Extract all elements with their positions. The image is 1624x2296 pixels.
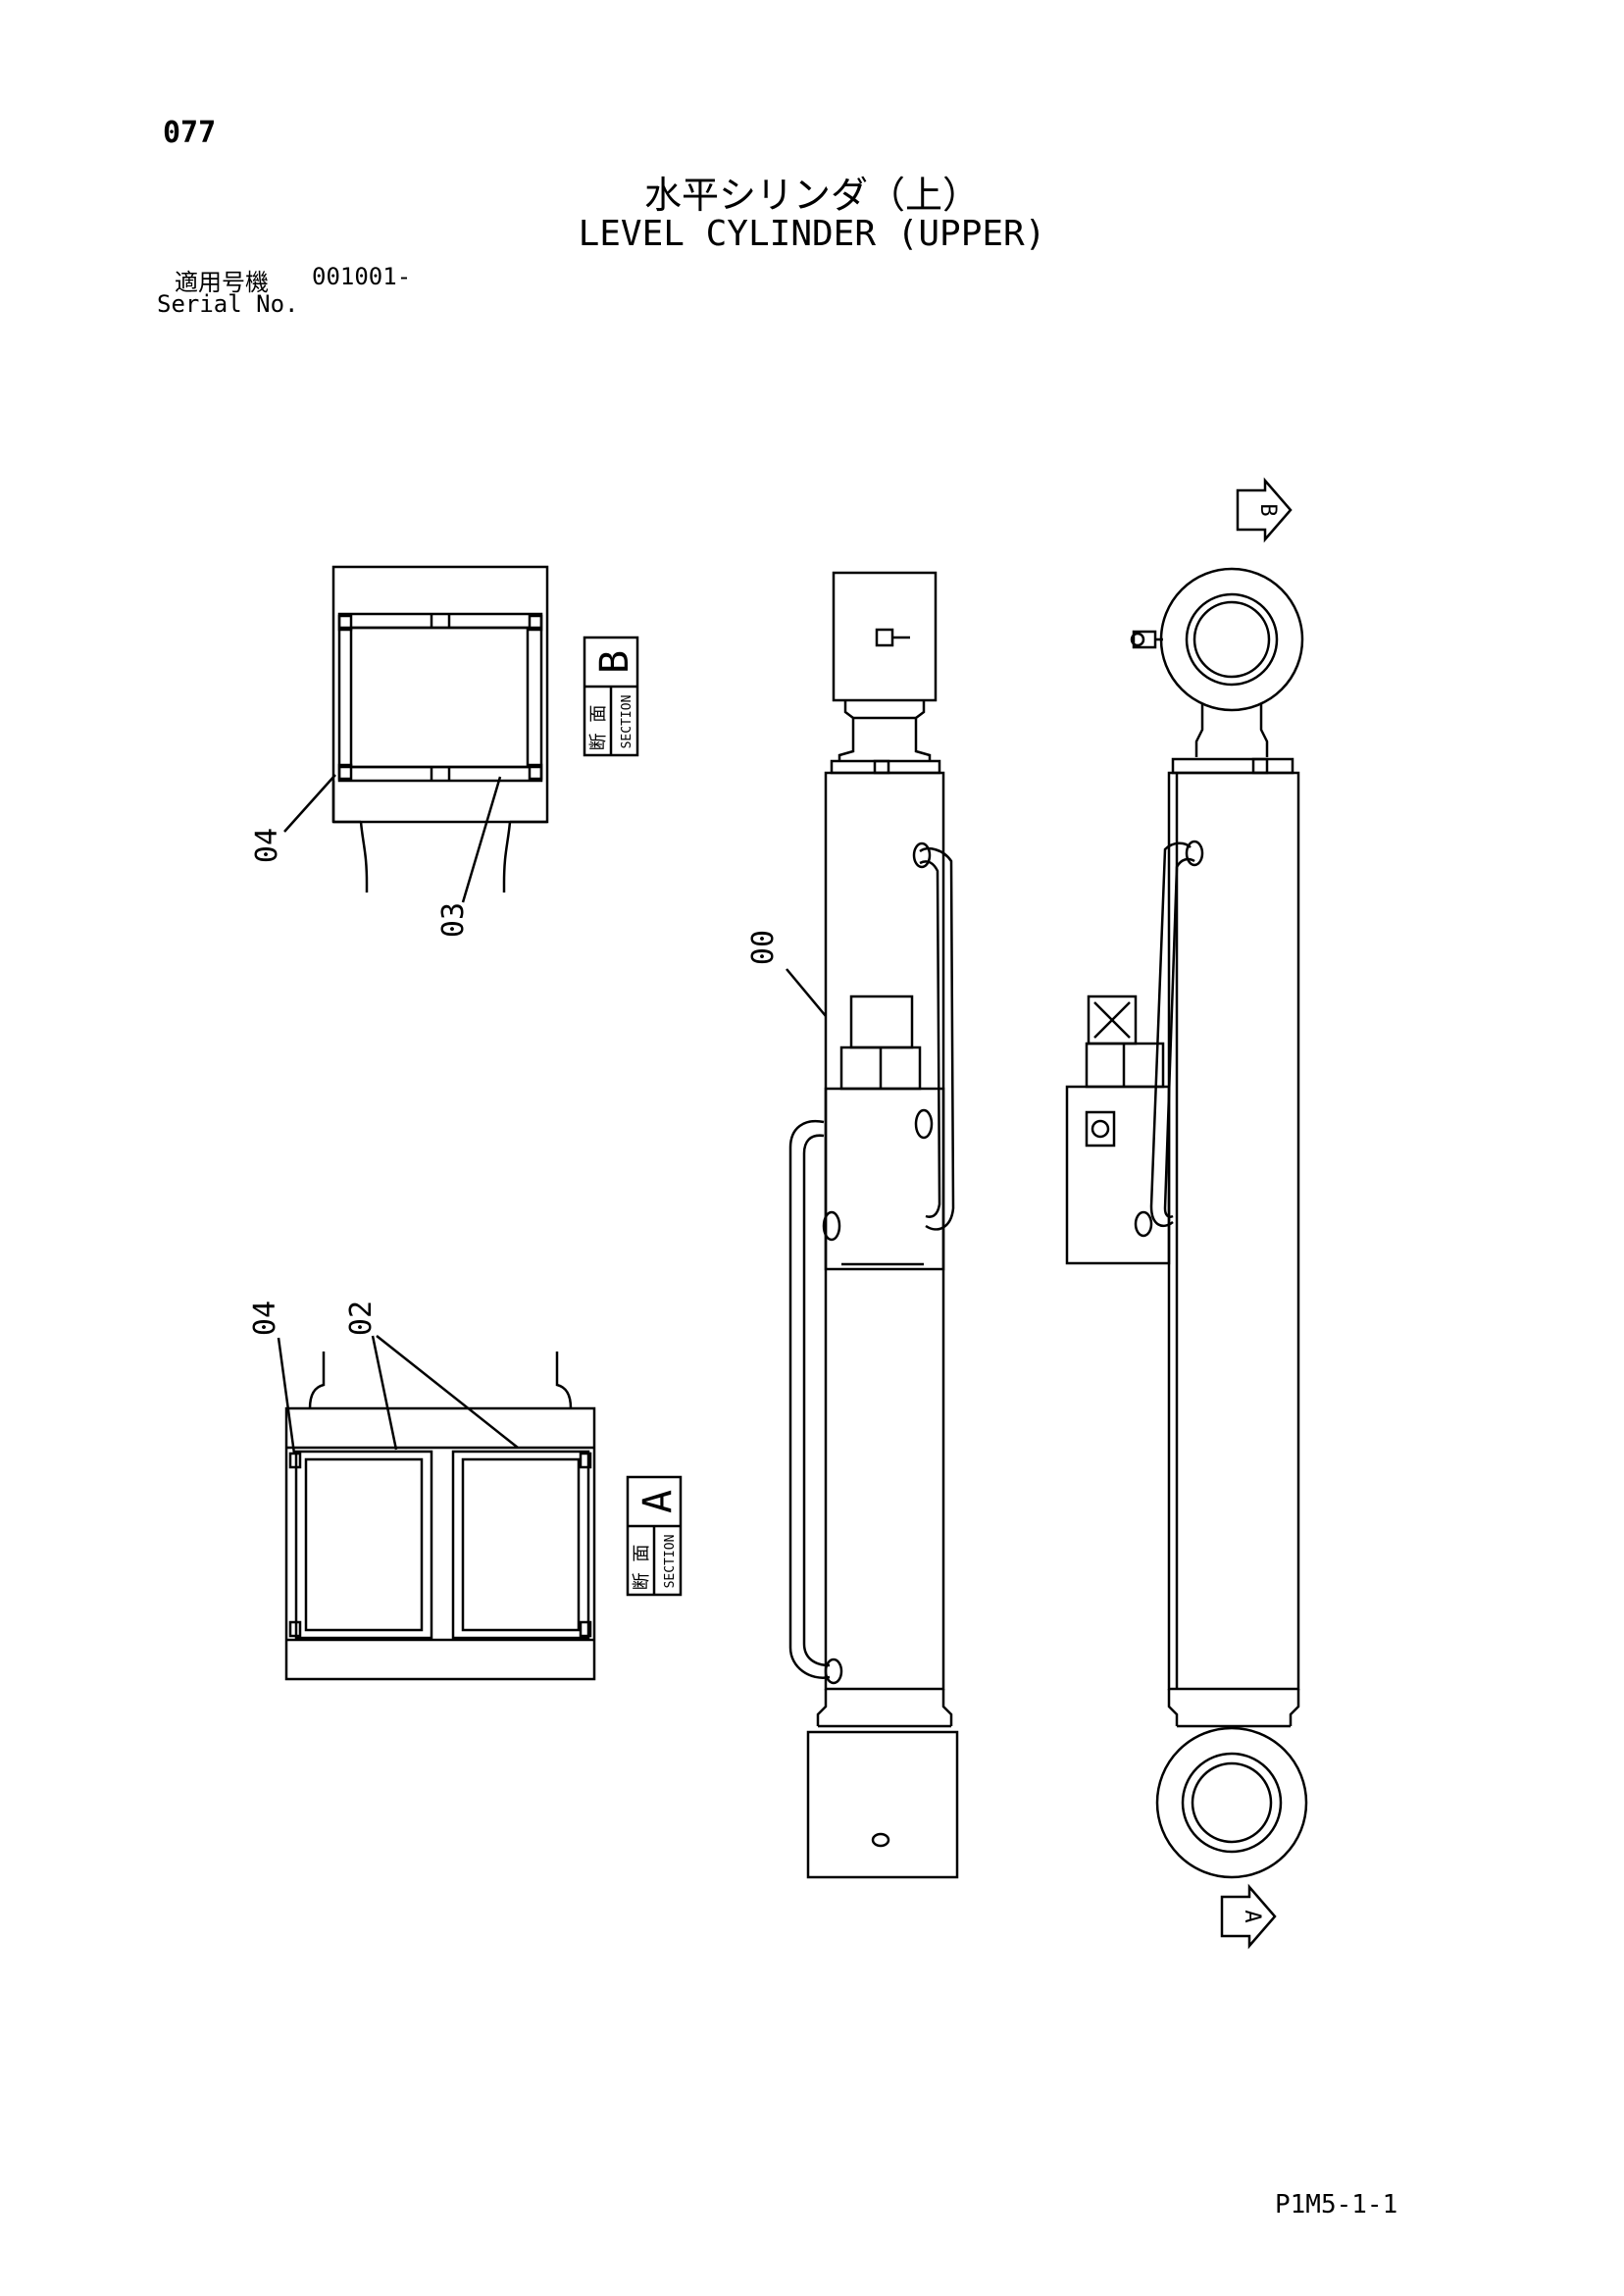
callout-04-top: 04	[250, 828, 284, 863]
title-japanese: 水平シリンダ（上）	[643, 174, 980, 217]
view-arrow-b-letter: B	[1255, 503, 1280, 516]
leader-03	[461, 776, 502, 903]
callout-03: 03	[436, 902, 471, 938]
leader-00	[786, 968, 827, 1017]
section-b-word: SECTION	[620, 695, 634, 749]
serial-label-english: Serial No.	[157, 290, 299, 318]
section-a-letter: A	[635, 1490, 681, 1513]
view-arrow-b	[1236, 477, 1293, 543]
title-english: LEVEL CYLINDER (UPPER)	[578, 214, 1046, 254]
leader-04-bottom	[277, 1337, 296, 1454]
leader-02-b	[376, 1335, 519, 1449]
section-a-label-box	[626, 1475, 683, 1597]
drawing-code: P1M5-1-1	[1275, 2190, 1398, 2219]
section-b-detail	[331, 565, 549, 893]
view-arrow-a	[1220, 1883, 1277, 1950]
section-b-letter: B	[592, 650, 637, 674]
serial-value: 001001-	[312, 263, 412, 290]
leader-04-top	[283, 774, 336, 833]
cylinder-side-view	[788, 571, 959, 1879]
cylinder-front-view	[1065, 567, 1308, 1879]
section-b-label-box	[583, 636, 639, 757]
section-a-kanji: 断 面	[632, 1545, 652, 1591]
callout-00: 00	[746, 930, 781, 965]
section-a-detail	[284, 1352, 596, 1681]
callout-04-bottom: 04	[248, 1301, 282, 1336]
page-number: 077	[163, 116, 217, 150]
section-a-word: SECTION	[663, 1535, 678, 1589]
serial-label-japanese: 適用号機	[175, 269, 269, 296]
view-arrow-a-letter: A	[1240, 1910, 1264, 1922]
callout-02: 02	[344, 1301, 379, 1336]
leader-02-a	[371, 1335, 398, 1451]
section-b-kanji: 断 面	[588, 705, 609, 751]
